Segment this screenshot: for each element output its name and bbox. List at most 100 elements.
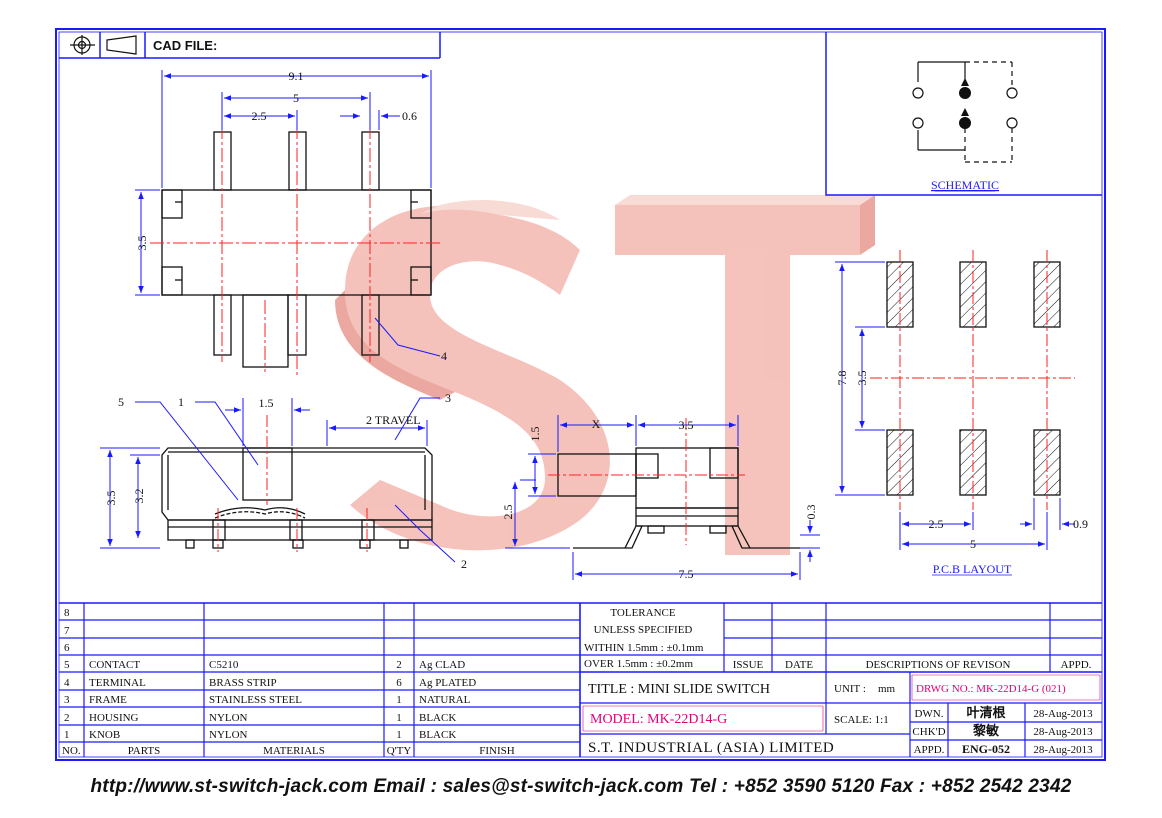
bom-header-no: NO. [62, 745, 81, 757]
dim-pcb-span: 5 [970, 537, 976, 551]
appd-name: ENG-052 [962, 742, 1010, 756]
dwn-name: 叶清根 [966, 705, 1006, 720]
dim-end-w: 3.5 [679, 418, 694, 432]
top-view-dimensions [135, 70, 441, 357]
chkd-date: 28-Aug-2013 [1033, 726, 1093, 738]
bom-row-no: 5 [64, 659, 70, 671]
dim-top-height: 3.5 [135, 236, 149, 251]
revision-date: DATE [785, 659, 813, 671]
bom-row-material: C5210 [209, 659, 239, 671]
dim-end-h: 2.5 [501, 505, 515, 520]
appd-date: 28-Aug-2013 [1033, 744, 1093, 756]
revision-descriptions: DESCRIPTIONS OF REVISON [866, 659, 1011, 671]
dim-side-travel: 2 TRAVEL [366, 413, 421, 427]
bom-row-qty: 1 [396, 729, 402, 741]
scale: SCALE: 1:1 [834, 714, 889, 726]
bom-row-material: STAINLESS STEEL [209, 694, 302, 706]
contact-footer: http://www.st-switch-jack.com Email : sa… [90, 776, 1072, 797]
tolerance-within: WITHIN 1.5mm : ±0.1mm [584, 642, 704, 654]
dim-end-thk: 0.3 [804, 505, 818, 520]
dim-top-pins-span: 5 [293, 91, 299, 105]
bom-row-no: 7 [64, 625, 70, 637]
revision-header: ISSUE DATE DESCRIPTIONS OF REVISON APPD. [733, 659, 1092, 671]
tolerance-subtitle: UNLESS SPECIFIED [594, 624, 693, 636]
tolerance-block: TOLERANCE UNLESS SPECIFIED WITHIN 1.5mm … [584, 607, 704, 670]
chkd-name: 黎敏 [973, 723, 1000, 738]
bom-row-material: NYLON [209, 712, 248, 724]
side-view [161, 447, 433, 549]
dim-pcb-pitch: 2.5 [929, 517, 944, 531]
bom-row-qty: 1 [396, 712, 402, 724]
chkd-label: CHK'D [912, 726, 945, 738]
bom-row-no: 6 [64, 642, 70, 654]
dim-pcb-h-inner: 3.5 [855, 371, 869, 386]
callout-1: 1 [178, 395, 184, 409]
callout-3: 3 [445, 391, 451, 405]
dim-end-h-top: 1.5 [528, 427, 542, 442]
bom-row-qty: 6 [396, 677, 402, 689]
tolerance-over: OVER 1.5mm : ±0.2mm [584, 658, 693, 670]
bom-row-part: KNOB [89, 729, 120, 741]
model-number: MODEL: MK-22D14-G [590, 712, 727, 727]
dim-side-h-inner: 3.2 [132, 489, 146, 504]
bom-row-finish: Ag CLAD [419, 659, 465, 671]
callout-5: 5 [118, 395, 124, 409]
appd-label: APPD. [914, 744, 945, 756]
callout-2: 2 [461, 557, 467, 571]
dim-top-pin-width: 0.6 [402, 109, 417, 123]
end-view-dimensions [505, 415, 820, 580]
st-watermark-logo [335, 195, 875, 555]
dim-end-x: X [592, 417, 601, 431]
bom-row-finish: Ag PLATED [419, 677, 476, 689]
pcb-layout-label: P.C.B LAYOUT [933, 562, 1012, 576]
bom-row-part: FRAME [89, 694, 127, 706]
title-block: TITLE : MINI SLIDE SWITCH UNIT : mm DRWG… [588, 682, 1093, 756]
bom-header-materials: MATERIALS [263, 745, 325, 757]
bom-row-material: NYLON [209, 729, 248, 741]
bom-row-no: 3 [64, 694, 70, 706]
bom-header-finish: FINISH [479, 745, 515, 757]
bom-row-qty: 1 [396, 694, 402, 706]
drawing-number: DRWG NO.: MK-22D14-G (021) [916, 683, 1066, 695]
bom-header-qty: Q'TY [387, 745, 412, 757]
dim-end-len: 7.5 [679, 567, 694, 581]
dim-pcb-pad-w: 0.9 [1073, 517, 1088, 531]
dim-top-width: 9.1 [289, 69, 304, 83]
bom-row-finish: BLACK [419, 712, 456, 724]
projection-symbol-icon [70, 35, 137, 55]
dim-side-h-outer: 3.5 [104, 491, 118, 506]
dim-top-pin-pitch: 2.5 [252, 109, 267, 123]
revision-issue: ISSUE [733, 659, 764, 671]
dim-side-actuator: 1.5 [259, 396, 274, 410]
callout-4: 4 [441, 349, 447, 363]
schematic-box: SCHEMATIC [825, 32, 1102, 196]
dim-pcb-h-total: 7.8 [835, 371, 849, 386]
bom-table: 8 7 6 5 CONTACT C5210 2 Ag CLAD 4 TERMIN… [62, 607, 515, 757]
unit-label: UNIT : [834, 683, 866, 695]
bom-row-no: 2 [64, 712, 70, 724]
company-name: S.T. INDUSTRIAL (ASIA) LIMITED [588, 740, 834, 756]
bom-row-no: 4 [64, 677, 70, 689]
bom-row-no: 8 [64, 607, 70, 619]
bom-row-no: 1 [64, 729, 70, 741]
tolerance-title: TOLERANCE [610, 607, 675, 619]
dwn-label: DWN. [914, 708, 943, 720]
revision-appd: APPD. [1061, 659, 1092, 671]
pcb-layout [835, 250, 1075, 576]
bom-row-finish: NATURAL [419, 694, 471, 706]
end-view-centerlines [548, 418, 745, 545]
bom-row-qty: 2 [396, 659, 402, 671]
dwn-date: 28-Aug-2013 [1033, 708, 1093, 720]
title-text: TITLE : MINI SLIDE SWITCH [588, 682, 770, 697]
top-view-centerlines [150, 125, 440, 375]
bom-row-part: HOUSING [89, 712, 139, 724]
bom-row-finish: BLACK [419, 729, 456, 741]
cad-file-label: CAD FILE: [153, 38, 217, 53]
bom-row-part: CONTACT [89, 659, 140, 671]
bom-row-material: BRASS STRIP [209, 677, 277, 689]
schematic-label: SCHEMATIC [931, 178, 999, 192]
title-block-grid [59, 602, 1102, 757]
bom-row-part: TERMINAL [89, 677, 146, 689]
cad-file-box [59, 32, 441, 59]
